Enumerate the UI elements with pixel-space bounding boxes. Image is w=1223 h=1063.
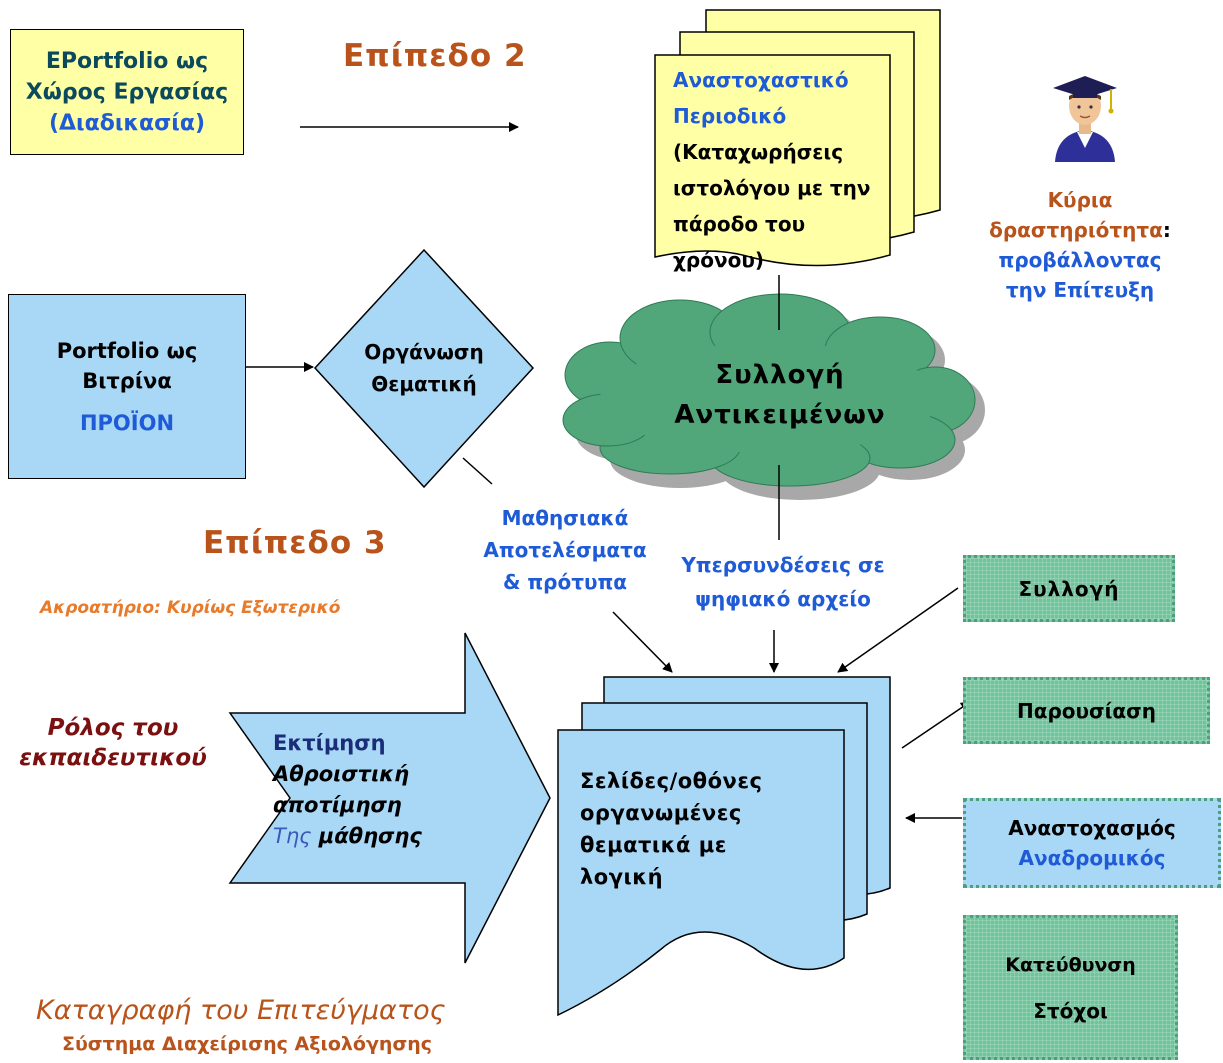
assessment-line2: Αθροιστική [273, 762, 410, 786]
reflection-box: Αναστοχασμός Αναδρομικός [963, 798, 1221, 888]
journal-line3: (Καταχωρήσεις [673, 140, 844, 164]
reflection-line1: Αναστοχασμός [1008, 816, 1176, 840]
level2-heading: Επίπεδο 2 [343, 38, 527, 74]
eportfolio-line2: Χώρος Εργασίας [25, 79, 229, 105]
hyperlinks-line1: Υπερσυνδέσεις σε [681, 553, 885, 577]
journal-line1: Αναστοχαστικό [673, 68, 849, 92]
footer-subtitle: Σύστημα Διαχείρισης Αξιολόγησης [62, 1033, 433, 1055]
assessment-line1: Εκτίμηση [273, 731, 386, 755]
learning-outcomes-label: Μαθησιακά Αποτελέσματα & πρότυπα [470, 502, 660, 598]
main-activity-line3: προβάλλοντας [998, 248, 1162, 272]
portfolio-showcase-box: Portfolio ως Βιτρίνα ΠΡΟΪΟΝ [8, 294, 246, 479]
reflection-line2: Αναδρομικός [1018, 846, 1166, 870]
pages-line3: θεματικά με [580, 833, 727, 857]
diamond-line1: Οργάνωση [364, 340, 484, 364]
teacher-role-label: Ρόλος του εκπαιδευτικού [2, 713, 224, 773]
teacher-role-line1: Ρόλος του [47, 715, 179, 741]
assessment-line4b: μάθησης [311, 824, 422, 848]
goals-line2: Στόχοι [1033, 998, 1108, 1023]
footer-title: Καταγραφή του Επιτεύγματος [36, 995, 446, 1026]
main-activity-label: Κύρια δραστηριότητα: προβάλλοντας την Επ… [960, 185, 1200, 305]
journal-line2: Περιοδικό [673, 104, 787, 128]
collection-cloud-text: Συλλογή Αντικειμένων [640, 350, 920, 440]
showcase-line1: Portfolio ως [56, 338, 198, 363]
assessment-arrow-text: Εκτίμηση Αθροιστική αποτίμηση Της μάθηση… [273, 728, 473, 852]
cloud-line1: Συλλογή [715, 360, 845, 390]
diamond-line2: Θεματική [371, 372, 477, 396]
journal-document-stack [654, 9, 941, 267]
pages-line2: οργανωμένες [580, 801, 742, 825]
journal-line4: ιστολόγου με την [673, 176, 871, 200]
audience-note: Ακροατήριο: Κυρίως Εξωτερικό [40, 598, 341, 618]
pages-document-stack [557, 676, 891, 1017]
graduate-student-icon [1045, 62, 1125, 162]
assessment-line4-wrap: Της μάθησης [273, 821, 473, 852]
journal-text: Αναστοχαστικό Περιοδικό (Καταχωρήσεις ισ… [673, 62, 893, 278]
level3-heading: Επίπεδο 3 [203, 525, 387, 561]
hyperlinks-line2: ψηφιακό αρχείο [695, 587, 871, 611]
organization-diamond-shape [313, 248, 535, 489]
goals-green-box: Κατεύθυνση Στόχοι [963, 915, 1178, 1060]
pages-line4: λογική [580, 865, 664, 889]
organization-diamond-text: Οργάνωση Θεματική [344, 328, 504, 408]
showcase-line3: ΠΡΟΪΟΝ [79, 410, 175, 435]
main-activity-line4: την Επίτευξη [1005, 278, 1155, 302]
main-activity-line1: Κύρια [1047, 188, 1113, 212]
main-activity-line2: δραστηριότητα [989, 218, 1163, 242]
learning-outcomes-line1: Μαθησιακά [501, 506, 629, 530]
learning-outcomes-line3: & πρότυπα [502, 570, 628, 594]
goals-line1: Κατεύθυνση [1005, 953, 1136, 976]
teacher-role-line2: εκπαιδευτικού [19, 745, 207, 771]
learning-outcomes-line2: Αποτελέσματα [483, 538, 647, 562]
assessment-line4a: Της [273, 824, 312, 848]
assessment-line3: αποτίμηση [273, 793, 402, 817]
pages-line1: Σελίδες/οθόνες [580, 769, 763, 793]
journal-line5: πάροδο του χρόνου) [673, 212, 806, 272]
cloud-line2: Αντικειμένων [674, 400, 886, 430]
eportfolio-line1: EPortfolio ως [45, 48, 209, 74]
showcase-line2: Βιτρίνα [82, 368, 172, 393]
presentation-green-label: Παρουσίαση [1017, 698, 1156, 723]
hyperlinks-label: Υπερσυνδέσεις σε ψηφιακό αρχείο [668, 548, 898, 616]
main-activity-colon: : [1162, 218, 1171, 242]
assessment-arrow-shape [228, 632, 551, 964]
eportfolio-line3: (Διαδικασία) [48, 110, 206, 136]
eportfolio-workspace-box: EPortfolio ως Χώρος Εργασίας (Διαδικασία… [10, 29, 244, 155]
pages-document-text: Σελίδες/οθόνες οργανωμένες θεματικά με λ… [580, 765, 830, 893]
presentation-green-box: Παρουσίαση [963, 677, 1210, 744]
collection-green-label: Συλλογή [1018, 576, 1120, 601]
collection-green-box: Συλλογή [963, 555, 1175, 622]
main-activity-line2-wrap: δραστηριότητα: [960, 215, 1200, 245]
